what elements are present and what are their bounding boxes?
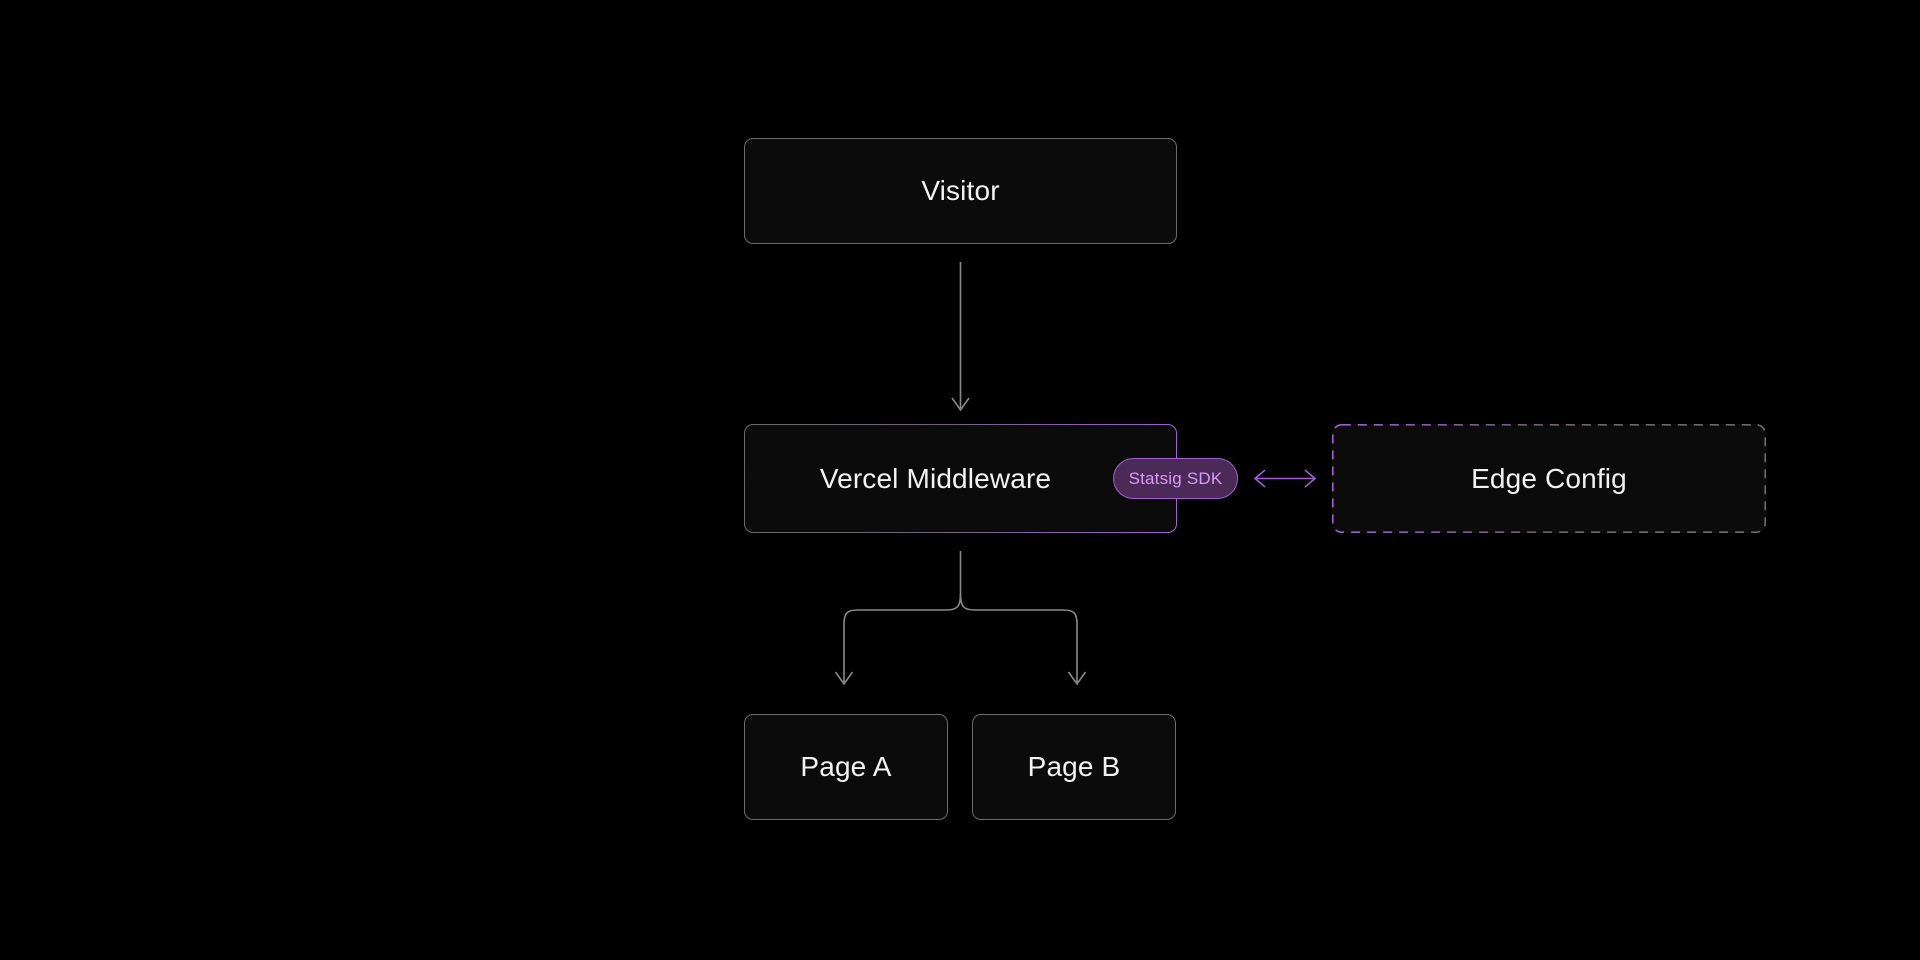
- node-vercel-middleware-label: Vercel Middleware: [819, 462, 1052, 494]
- edge-visitor-to-middleware: [951, 262, 970, 412]
- badge-statsig-sdk[interactable]: Statsig SDK: [1113, 458, 1238, 499]
- badge-statsig-sdk-label: Statsig SDK: [1128, 468, 1223, 488]
- node-page-b-label: Page B: [1027, 751, 1121, 782]
- node-edge-config[interactable]: Edge Config: [1332, 424, 1766, 534]
- node-visitor[interactable]: Visitor: [744, 138, 1177, 244]
- node-page-a[interactable]: Page A: [744, 714, 948, 820]
- node-edge-config-label: Edge Config: [1471, 462, 1627, 494]
- node-page-a-label: Page A: [800, 751, 892, 782]
- edge-middleware-to-pages: [834, 551, 1087, 686]
- node-vercel-middleware[interactable]: Vercel Middleware: [744, 424, 1177, 533]
- node-page-b[interactable]: Page B: [972, 714, 1176, 820]
- node-visitor-label: Visitor: [921, 175, 1000, 206]
